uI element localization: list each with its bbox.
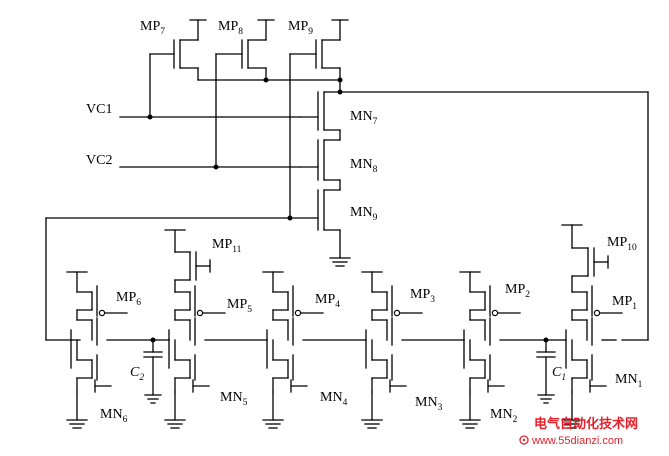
label-mp11: MP11 xyxy=(212,237,242,255)
label-c1: C1 xyxy=(552,365,566,383)
transistor-mp9 xyxy=(289,19,349,93)
label-mn8: MN8 xyxy=(350,157,378,175)
stage-1 xyxy=(561,285,623,429)
capacitor-c1 xyxy=(536,337,556,404)
junction-dot xyxy=(213,164,219,170)
transistor-mp7 xyxy=(149,19,207,81)
label-mp9: MP9 xyxy=(288,19,313,37)
label-mn2: MN2 xyxy=(490,407,518,425)
stage-3 xyxy=(361,271,423,429)
label-mn7: MN7 xyxy=(350,109,378,127)
inverter-stages xyxy=(66,271,623,429)
label-mp6: MP6 xyxy=(116,290,141,308)
junction-dot xyxy=(337,77,343,83)
label-mp7: MP7 xyxy=(140,19,165,37)
transistor-mp10 xyxy=(561,224,609,293)
label-mn5: MN5 xyxy=(220,390,248,408)
label-vc2: VC2 xyxy=(86,153,112,168)
label-mn4: MN4 xyxy=(320,390,348,408)
junction-dot xyxy=(263,77,269,83)
label-mn6: MN6 xyxy=(100,407,128,425)
ground-symbol xyxy=(329,257,351,267)
junction-dot xyxy=(147,114,153,120)
stage-5 xyxy=(164,285,226,429)
transistor-mp8 xyxy=(215,19,275,81)
transistor-mn9 xyxy=(289,189,341,259)
label-mp3: MP3 xyxy=(410,287,435,305)
stage-2 xyxy=(459,271,521,429)
transistor-mp11 xyxy=(164,229,211,293)
label-mp5: MP5 xyxy=(227,297,252,315)
capacitor-c2 xyxy=(143,337,163,404)
watermark-title: 电气自动化技术网 xyxy=(534,416,638,432)
watermark-logo-icon xyxy=(519,435,529,445)
label-mn1: MN1 xyxy=(615,372,643,390)
stage-6 xyxy=(66,271,128,429)
label-mp1: MP1 xyxy=(612,294,637,312)
label-vc1: VC1 xyxy=(86,102,112,117)
watermark-url: www.55dianzi.com xyxy=(531,435,623,447)
label-mp8: MP8 xyxy=(218,19,243,37)
label-mp10: MP10 xyxy=(607,235,637,253)
stage-4 xyxy=(262,271,324,429)
label-mp2: MP2 xyxy=(505,282,530,300)
label-mn9: MN9 xyxy=(350,205,378,223)
junction-dot xyxy=(337,89,343,95)
label-c2: C2 xyxy=(130,365,144,383)
label-mn3: MN3 xyxy=(415,395,443,413)
label-mp4: MP4 xyxy=(315,292,340,310)
transistor-mn8 xyxy=(299,139,341,191)
transistor-mn7 xyxy=(299,91,341,141)
